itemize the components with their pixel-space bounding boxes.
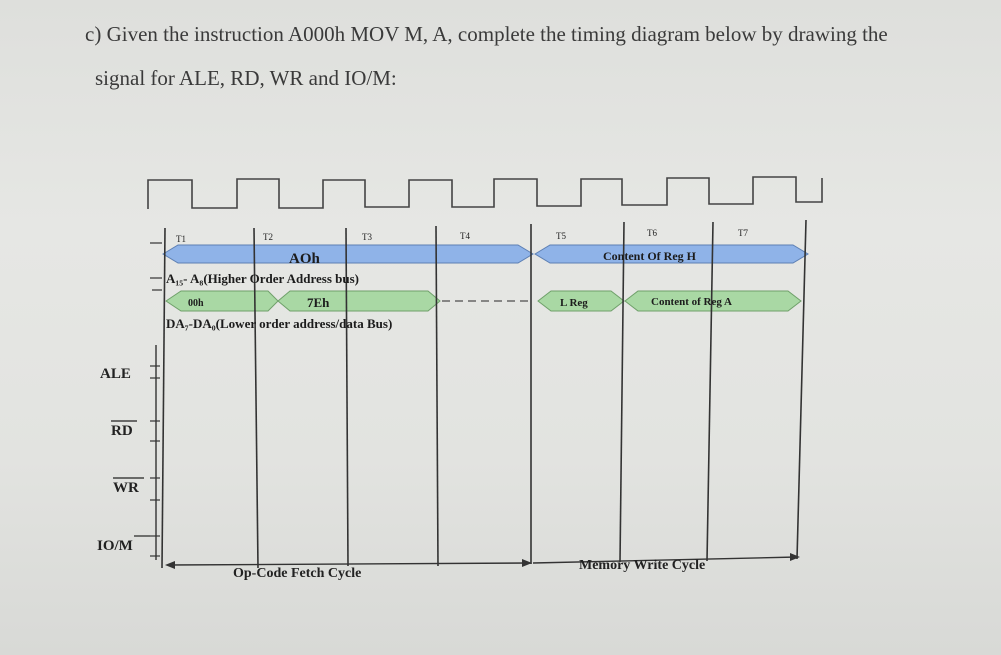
signal-label-io-m: IO/M — [97, 538, 133, 554]
high-bus-opcode-shape — [162, 244, 534, 264]
divider-line — [161, 227, 166, 569]
write-cycle-arrow — [532, 556, 798, 564]
t-state-label: T3 — [362, 232, 372, 242]
memory-write-cycle-label: Memory Write Cycle — [579, 558, 705, 573]
high-bus-write-value: Content Of Reg H — [603, 249, 697, 263]
low-bus-addr-shape — [165, 290, 279, 312]
opcode-cycle-arrowhead-left — [165, 561, 175, 569]
t-state-label: T7 — [738, 228, 748, 238]
write-cycle-arrowhead-right — [790, 553, 800, 561]
opcode-cycle-arrow — [167, 562, 531, 566]
t-state-label: T6 — [647, 228, 657, 238]
signal-label-wr: WR — [113, 480, 139, 496]
low-bus-lreg-shape — [537, 290, 625, 312]
high-bus-opcode-value: AOh — [289, 251, 321, 267]
low-bus-value-1: 00h — [188, 298, 204, 309]
opcode-fetch-cycle-label: Op-Code Fetch Cycle — [233, 566, 361, 581]
low-bus-data-shape — [277, 290, 441, 312]
question-text: c) Given the instruction A000h MOV M, A,… — [85, 12, 985, 100]
low-bus-value-3: L Reg — [560, 297, 588, 309]
divider-line — [796, 219, 807, 560]
question-line-2: signal for ALE, RD, WR and IO/M: — [95, 66, 397, 90]
t-state-label: T2 — [263, 232, 273, 242]
question-line-1: c) Given the instruction A000h MOV M, A,… — [85, 22, 888, 46]
low-bus-rega-shape — [624, 290, 802, 312]
low-bus-label: DA₇-DA₀(Lower order address/data Bus) — [166, 316, 392, 331]
divider-line — [253, 227, 259, 569]
divider-line — [345, 227, 349, 567]
low-bus-value-2: 7Eh — [307, 295, 330, 310]
signal-label-rd: RD — [111, 423, 133, 439]
divider-line — [706, 221, 714, 562]
high-bus-write-shape — [534, 244, 809, 264]
t-state-label: T5 — [556, 231, 566, 241]
clock-waveform — [147, 176, 823, 209]
signal-label-ale: ALE — [100, 366, 131, 382]
divider-line — [619, 221, 625, 563]
opcode-cycle-arrowhead-right — [522, 559, 532, 567]
t-state-label: T4 — [460, 231, 470, 241]
t-state-label: T1 — [176, 234, 186, 244]
divider-line — [435, 225, 439, 567]
high-bus-label: A₁₅- A₈(Higher Order Address bus) — [166, 271, 359, 286]
low-bus-value-4: Content of Reg A — [651, 296, 732, 308]
